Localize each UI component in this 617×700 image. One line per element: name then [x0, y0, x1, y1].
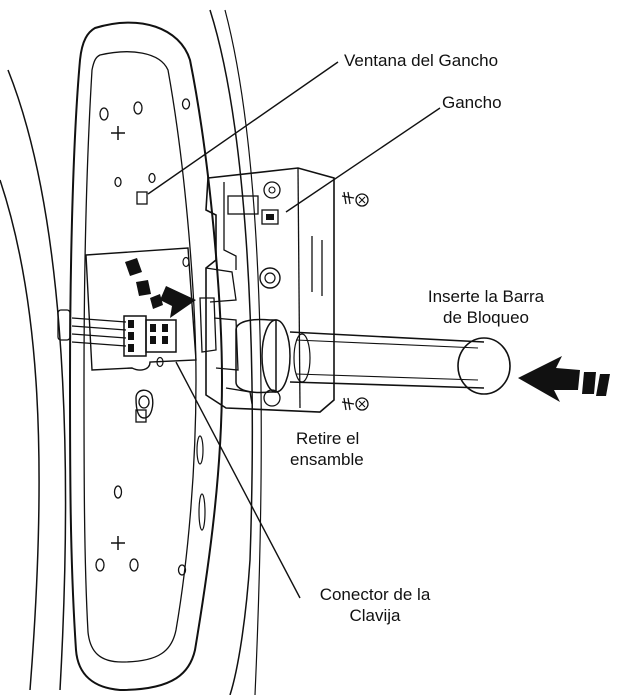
label-connector-line2: Clavija	[349, 606, 401, 625]
label-insert-bar: Inserte la Barra de Bloqueo	[410, 286, 562, 328]
leader-hook	[285, 107, 441, 213]
door-tab	[57, 309, 71, 341]
screw-top	[341, 191, 369, 207]
push-arrow-icon	[518, 356, 610, 402]
drum-outline	[0, 9, 262, 696]
connector-panel	[85, 247, 197, 371]
rotate-arrow-icon	[125, 258, 196, 318]
plug-connector	[123, 315, 177, 357]
leader-hook-window	[147, 61, 339, 195]
wire-harness	[71, 317, 127, 347]
label-hook: Gancho	[442, 93, 502, 112]
leader-lines	[147, 61, 441, 599]
label-remove-line1: Retire el	[296, 429, 360, 448]
door-frame	[68, 21, 224, 692]
locking-bar	[235, 318, 511, 395]
label-insert-bar-line1: Inserte la Barra	[427, 287, 545, 306]
door-frame-inner	[83, 51, 197, 663]
leader-connector	[175, 361, 301, 599]
label-remove-assembly: Retire el ensamble	[290, 428, 364, 470]
top-holes	[99, 98, 191, 205]
label-connector: Conector de la Clavija	[300, 584, 450, 626]
screw-bottom	[341, 397, 369, 411]
label-hook-window: Ventana del Gancho	[344, 51, 499, 70]
label-remove-line2: ensamble	[290, 450, 364, 469]
label-connector-line1: Conector de la	[319, 585, 431, 604]
lock-assembly	[199, 167, 335, 413]
lower-holes	[95, 389, 206, 576]
label-insert-bar-line2: de Bloqueo	[442, 308, 530, 327]
